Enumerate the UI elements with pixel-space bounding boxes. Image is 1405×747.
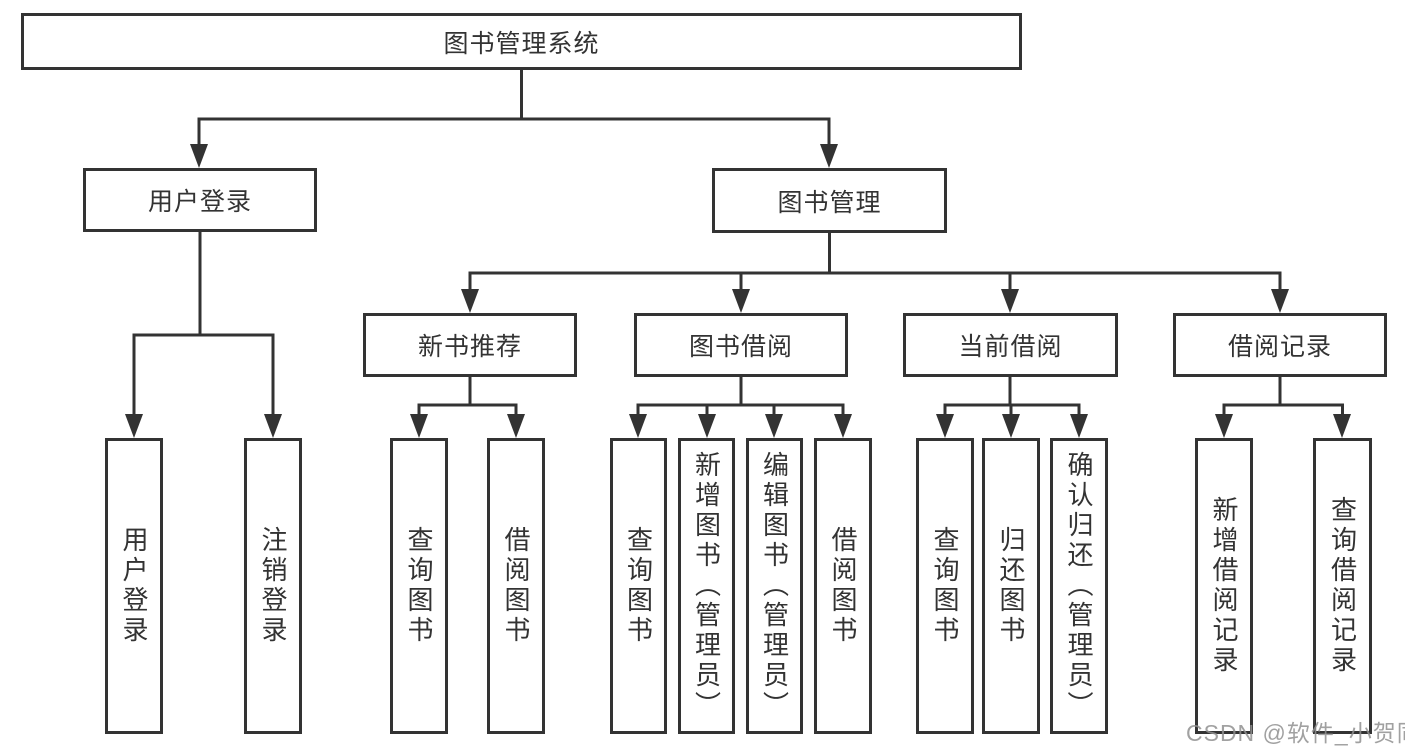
- node-current-borrow: 当前借阅: [903, 313, 1118, 377]
- arrow-down-icon: [1333, 414, 1351, 438]
- leaf-query-books-recommend: 查询图书: [390, 438, 448, 734]
- arrow-down-icon: [264, 414, 282, 438]
- leaf-borrow-books-recommend: 借阅图书: [487, 438, 545, 734]
- leaf-query-borrow-record: 查询借阅记录: [1313, 438, 1372, 734]
- arrow-down-icon: [732, 289, 750, 313]
- node-book-management: 图书管理: [712, 168, 947, 233]
- leaf-confirm-return-admin: 确认归还（管理员）: [1050, 438, 1108, 734]
- arrow-down-icon: [125, 414, 143, 438]
- leaf-logout: 注销登录: [244, 438, 302, 734]
- arrow-down-icon: [410, 414, 428, 438]
- arrow-down-icon: [1070, 414, 1088, 438]
- arrow-down-icon: [1215, 414, 1233, 438]
- arrow-down-icon: [765, 414, 783, 438]
- leaf-add-book-admin: 新增图书（管理员）: [678, 438, 735, 734]
- arrow-down-icon: [461, 289, 479, 313]
- node-user-login: 用户登录: [83, 168, 317, 232]
- arrow-down-icon: [1001, 289, 1019, 313]
- leaf-user-login: 用户登录: [105, 438, 163, 734]
- leaf-query-books-borrow: 查询图书: [610, 438, 667, 734]
- leaf-borrow-books: 借阅图书: [814, 438, 872, 734]
- leaf-query-books-current: 查询图书: [916, 438, 974, 734]
- leaf-return-book: 归还图书: [982, 438, 1040, 734]
- node-root: 图书管理系统: [21, 13, 1022, 70]
- arrow-down-icon: [1002, 414, 1020, 438]
- leaf-add-borrow-record: 新增借阅记录: [1195, 438, 1253, 734]
- arrow-down-icon: [698, 414, 716, 438]
- arrow-down-icon: [629, 414, 647, 438]
- arrow-down-icon: [820, 144, 838, 168]
- node-borrow-records: 借阅记录: [1173, 313, 1387, 377]
- arrow-down-icon: [190, 144, 208, 168]
- arrow-down-icon: [1271, 289, 1289, 313]
- leaf-edit-book-admin: 编辑图书（管理员）: [746, 438, 803, 734]
- arrow-down-icon: [936, 414, 954, 438]
- arrow-down-icon: [834, 414, 852, 438]
- node-new-book-recommend: 新书推荐: [363, 313, 577, 377]
- arrow-down-icon: [507, 414, 525, 438]
- node-book-borrow: 图书借阅: [634, 313, 848, 377]
